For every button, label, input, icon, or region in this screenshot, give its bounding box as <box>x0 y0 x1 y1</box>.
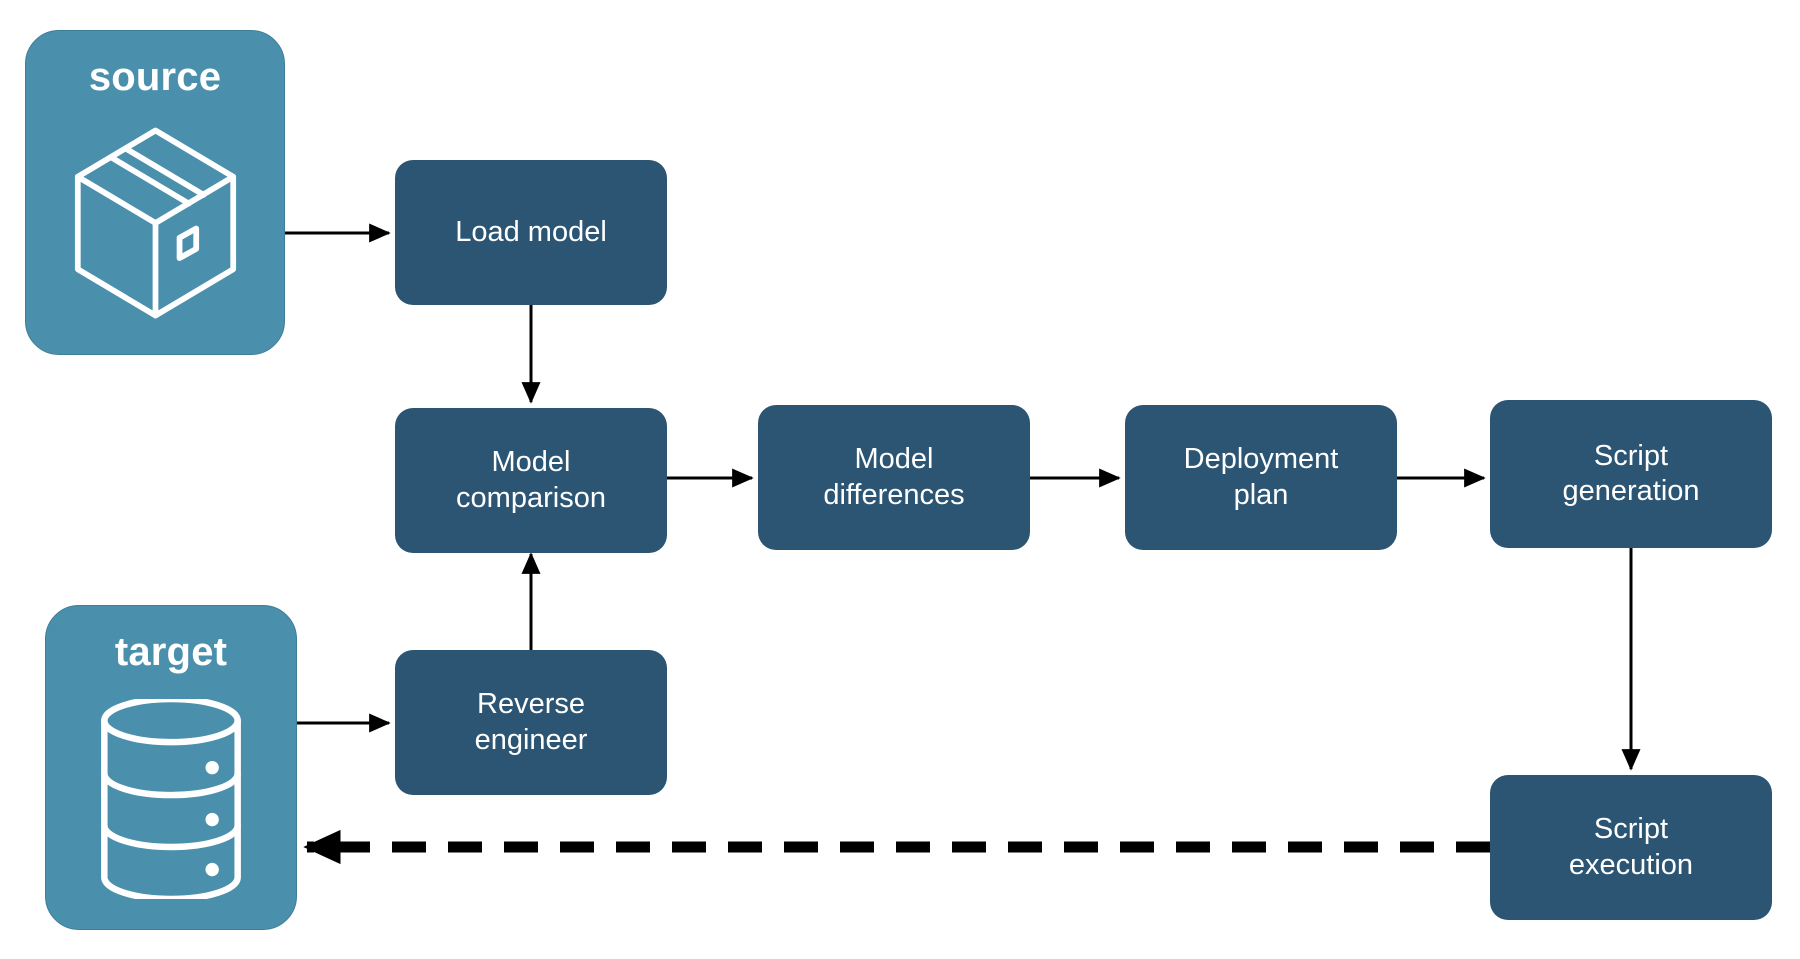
process-script-generation[interactable]: Script generation <box>1490 400 1772 548</box>
process-script-generation-label: Script generation <box>1562 439 1700 507</box>
process-model-comparison-label: Model comparison <box>456 446 606 514</box>
process-deployment-plan-label: Deployment plan <box>1183 443 1339 511</box>
source-container[interactable]: source <box>25 30 285 355</box>
process-model-differences[interactable]: Model differences <box>758 405 1030 550</box>
target-label: target <box>114 630 228 674</box>
database-cylinder-icon <box>46 672 296 929</box>
process-reverse-engineer[interactable]: Reverse engineer <box>395 650 667 795</box>
process-reverse-engineer-label: Reverse engineer <box>474 688 588 756</box>
source-label: source <box>88 55 222 99</box>
process-script-execution[interactable]: Script execution <box>1490 775 1772 920</box>
process-load-model[interactable]: Load model <box>395 160 667 305</box>
process-model-differences-label: Model differences <box>823 443 965 511</box>
process-load-model-label: Load model <box>455 215 607 248</box>
package-box-icon <box>26 97 284 354</box>
process-model-comparison[interactable]: Model comparison <box>395 408 667 553</box>
target-container[interactable]: target <box>45 605 297 930</box>
process-deployment-plan[interactable]: Deployment plan <box>1125 405 1397 550</box>
process-script-execution-label: Script execution <box>1568 813 1694 881</box>
